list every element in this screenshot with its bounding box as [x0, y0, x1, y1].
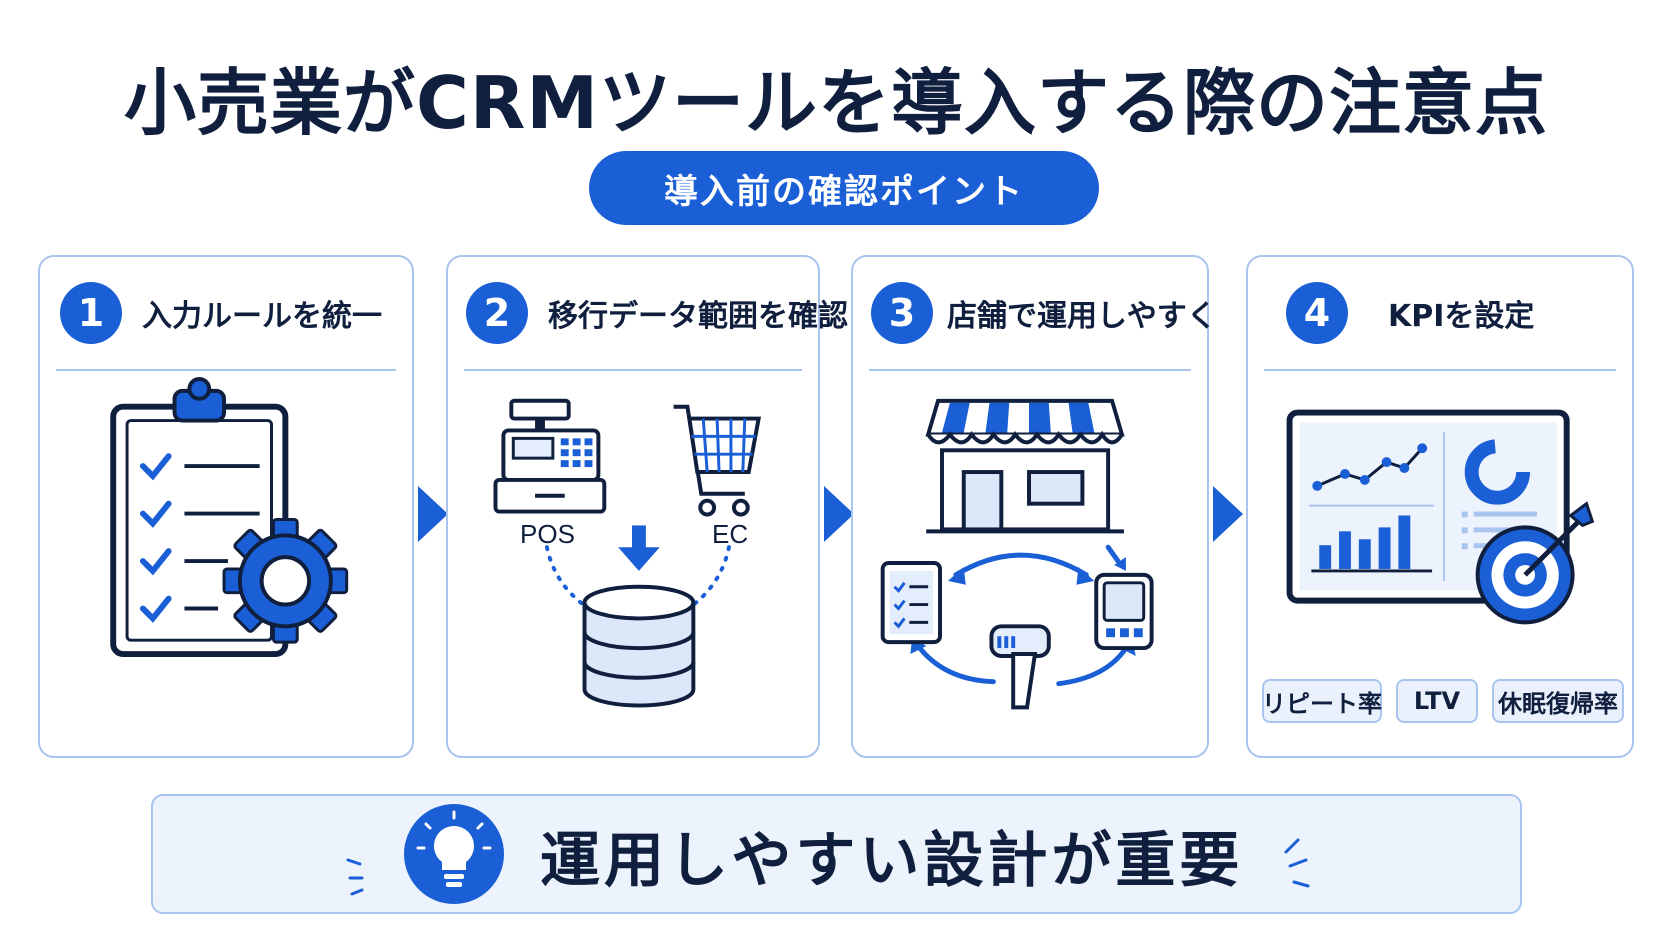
flow-arrow-2: [824, 486, 854, 542]
step-card-2: 2 移行データ範囲を確認: [446, 255, 848, 758]
divider: [464, 369, 802, 371]
step-card-4: 4 KPIを設定: [1246, 255, 1634, 758]
step-card-3: 3 店舗で運用しやすく: [851, 255, 1217, 758]
step-card-1: 1 入力ルールを統一: [38, 255, 414, 758]
barcode-scanner-icon: [989, 624, 1051, 710]
lightbulb-icon: [346, 804, 504, 904]
store-operations-icon: [880, 398, 1154, 710]
divider: [869, 369, 1191, 371]
data-migration-icon: [493, 398, 762, 708]
clipboard-gear-icon: [110, 377, 349, 658]
sparkle-lines-icon: [1284, 838, 1310, 888]
step-title-2: 移行データ範囲を確認: [548, 299, 848, 334]
step-number-4: 4: [1286, 282, 1348, 344]
flow-arrow-1: [418, 486, 448, 542]
step-title-1: 入力ルールを統一: [142, 299, 382, 334]
page-title: 小売業がCRMツールを導入する際の注意点: [124, 61, 1548, 145]
target-icon: [1475, 501, 1595, 625]
kpi-reactivation-rate: 休眠復帰率: [1492, 679, 1624, 723]
step-title-3: 店舗で運用しやすく: [947, 299, 1217, 334]
step-number-2: 2: [466, 282, 528, 344]
kpi-ltv: LTV: [1396, 679, 1478, 723]
store-icon: [925, 398, 1125, 534]
step-number-1: 1: [60, 282, 122, 344]
database-icon: [582, 584, 696, 708]
shopping-cart-icon: [673, 404, 762, 517]
tablet-checklist-icon: [880, 561, 942, 645]
flow-arrow-3: [1213, 486, 1243, 542]
pos-label: POS: [520, 519, 575, 549]
subtitle-badge: 導入前の確認ポイント: [589, 151, 1099, 225]
conclusion-text: 運用しやすい設計が重要: [540, 826, 1244, 896]
divider: [1264, 369, 1616, 371]
kpi-repeat-rate: リピート率: [1262, 679, 1382, 723]
divider: [56, 369, 396, 371]
ec-label: EC: [712, 519, 749, 549]
pos-register-icon: [493, 398, 607, 514]
kpi-dashboard-icon: [1286, 409, 1595, 625]
conclusion-box: [151, 794, 1522, 914]
down-arrow-icon: [618, 525, 660, 571]
step-title-4: KPIを設定: [1388, 299, 1535, 334]
handheld-terminal-icon: [1094, 572, 1154, 651]
step-number-3: 3: [871, 282, 933, 344]
